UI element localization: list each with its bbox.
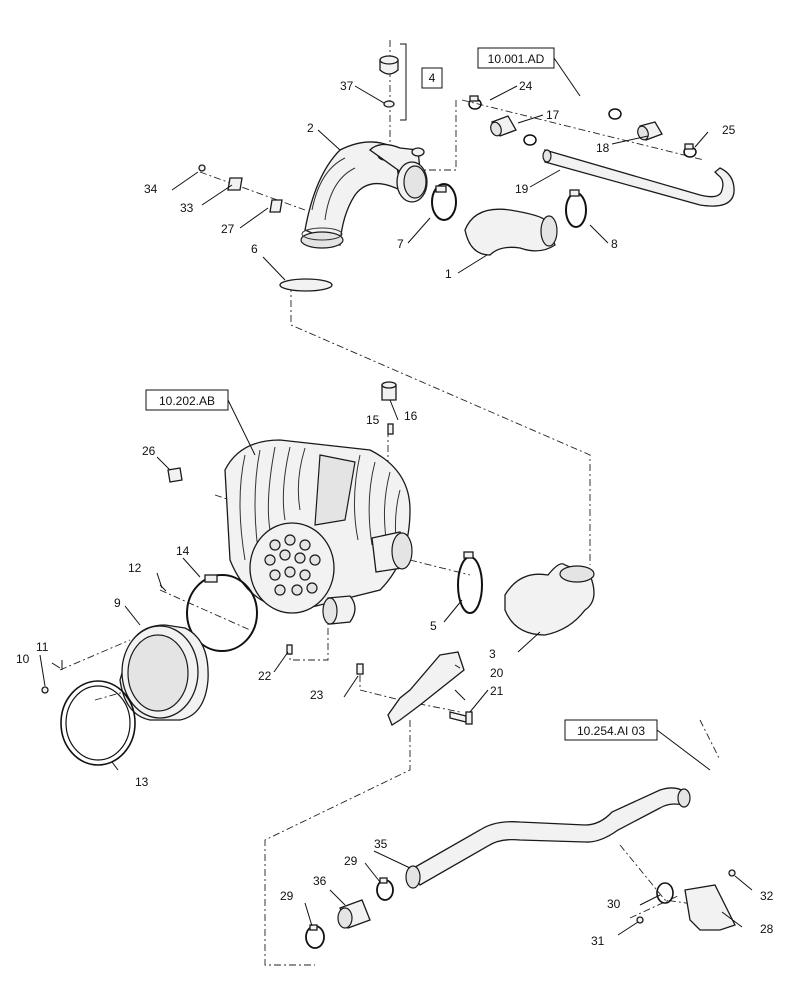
nut-32 bbox=[728, 869, 736, 877]
callout-31: 31 bbox=[591, 934, 605, 948]
screw-10 bbox=[41, 686, 49, 694]
callout-15: 15 bbox=[366, 413, 380, 427]
intake-elbow-tube bbox=[300, 141, 428, 249]
ref-10254-label: 10.254.AI 03 bbox=[577, 724, 645, 738]
callout-12: 12 bbox=[128, 561, 142, 575]
callout-29-lower: 29 bbox=[280, 889, 294, 903]
bracket-28 bbox=[684, 884, 736, 931]
callout-24: 24 bbox=[519, 79, 533, 93]
label-26 bbox=[167, 467, 183, 483]
filler-cap bbox=[379, 55, 399, 75]
clip-27 bbox=[269, 199, 283, 213]
callout-19: 19 bbox=[515, 182, 529, 196]
callout-17: 17 bbox=[546, 108, 560, 122]
hose-clamp-25 bbox=[683, 143, 697, 158]
hose-17 bbox=[490, 115, 517, 137]
callout-5: 5 bbox=[430, 619, 437, 633]
hose-clamp-upper-right bbox=[608, 108, 622, 120]
hose-clamp-24 bbox=[468, 95, 482, 110]
callout-1: 1 bbox=[445, 267, 452, 281]
callout-10: 10 bbox=[16, 652, 30, 666]
callout-20: 20 bbox=[490, 666, 504, 680]
callout-11: 11 bbox=[36, 640, 49, 654]
callout-3: 3 bbox=[489, 647, 496, 661]
callout-8: 8 bbox=[611, 237, 618, 251]
band-clamp-14 bbox=[186, 574, 258, 652]
bracket-20 bbox=[387, 651, 465, 726]
callout-35: 35 bbox=[374, 837, 388, 851]
cap-o-ring bbox=[383, 100, 395, 108]
valve-16 bbox=[381, 381, 397, 401]
callout-32: 32 bbox=[760, 889, 774, 903]
ref-10001-label: 10.001.AD bbox=[488, 52, 545, 66]
callout-23: 23 bbox=[310, 688, 324, 702]
clamp-30 bbox=[656, 882, 674, 904]
callout-29-middle: 29 bbox=[344, 854, 358, 868]
callout-33: 33 bbox=[180, 201, 194, 215]
cover-9 bbox=[119, 624, 209, 721]
screw-23 bbox=[356, 663, 364, 675]
clamp-29-lower bbox=[305, 924, 325, 949]
ref-10202-label: 10.202.AB bbox=[159, 394, 215, 408]
callout-leaders bbox=[39, 85, 753, 936]
nut-31 bbox=[636, 916, 644, 924]
callout-22: 22 bbox=[258, 669, 272, 683]
callout-6: 6 bbox=[251, 242, 258, 256]
note-4-box bbox=[421, 67, 443, 89]
callout-9: 9 bbox=[114, 596, 121, 610]
callout-2: 2 bbox=[307, 121, 314, 135]
air-cleaner-housing bbox=[224, 439, 413, 625]
seal-ring-13 bbox=[60, 680, 136, 766]
callout-21: 21 bbox=[490, 684, 504, 698]
clamp-8 bbox=[565, 189, 587, 228]
pipe-19 bbox=[542, 149, 735, 207]
clamp-5 bbox=[457, 551, 483, 614]
callout-14: 14 bbox=[176, 544, 190, 558]
filter-element-holes bbox=[264, 534, 321, 596]
elbow-3 bbox=[504, 563, 595, 636]
clip-33 bbox=[227, 177, 243, 191]
screw-15 bbox=[387, 423, 394, 435]
callout-30: 30 bbox=[607, 897, 621, 911]
hose-18 bbox=[637, 121, 663, 141]
gasket-6 bbox=[279, 278, 333, 292]
callout-16: 16 bbox=[404, 409, 418, 423]
callout-26: 26 bbox=[142, 444, 156, 458]
callout-numbers: 37 2 24 17 25 18 19 34 33 27 6 7 8 1 16 … bbox=[16, 79, 774, 948]
hose-elbow-1 bbox=[464, 208, 558, 256]
hose-36 bbox=[337, 899, 371, 929]
callout-18: 18 bbox=[596, 141, 610, 155]
screw-34 bbox=[198, 164, 206, 172]
callout-27: 27 bbox=[221, 222, 235, 236]
callout-25: 25 bbox=[722, 123, 736, 137]
callout-34: 34 bbox=[144, 182, 158, 196]
callout-13: 13 bbox=[135, 775, 149, 789]
note-4-label: 4 bbox=[429, 71, 436, 85]
clamp-7 bbox=[431, 183, 457, 221]
pipe-35 bbox=[405, 787, 691, 889]
hose-clamp-small bbox=[523, 134, 537, 146]
bolt-21 bbox=[449, 711, 473, 725]
screw-22 bbox=[286, 644, 293, 655]
note-bracket bbox=[400, 43, 407, 121]
callout-7: 7 bbox=[397, 237, 404, 251]
callout-28: 28 bbox=[760, 922, 774, 936]
callout-37: 37 bbox=[340, 79, 354, 93]
callout-36: 36 bbox=[313, 874, 327, 888]
clamp-29-middle bbox=[376, 877, 394, 901]
